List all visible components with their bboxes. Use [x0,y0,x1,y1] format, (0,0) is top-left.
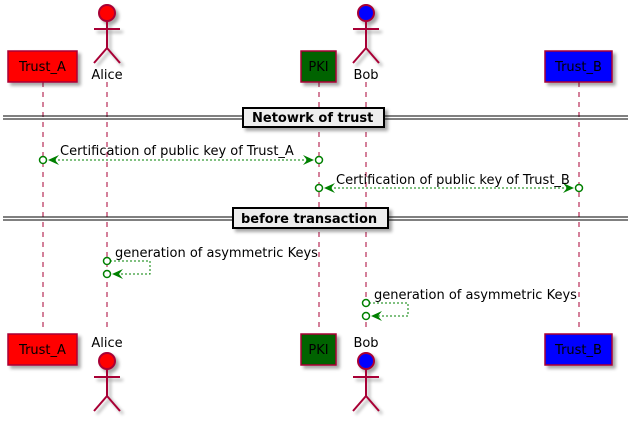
circle-end-icon [574,183,584,193]
actor-head-icon [98,352,116,370]
message-cert-trust-b[interactable] [314,183,584,193]
message-alice-self[interactable] [102,256,151,280]
arrowhead-right-icon [563,183,574,193]
divider-label: Netowrk of trust [252,111,373,126]
circle-end-icon [361,298,371,308]
message-label: Certification of public key of Trust_A [60,144,294,159]
circle-end-icon [361,311,371,321]
actor-label: Bob [353,336,378,351]
participant-trust-a-top[interactable]: Trust_A [7,50,78,83]
participant-label: Trust_B [554,60,602,75]
participant-trust-b-bottom[interactable]: Trust_B [544,333,613,366]
arrowhead-left-icon [324,183,335,193]
circle-end-icon [102,256,112,266]
actor-label: Alice [91,336,122,351]
message-cert-trust-a[interactable] [38,155,324,165]
divider-network-of-trust: Netowrk of trust [3,107,628,128]
actor-head-icon [357,352,375,370]
actor-label: Alice [91,68,122,83]
actor-alice-top[interactable]: Alice [91,4,123,83]
participant-trust-b-top[interactable]: Trust_B [544,50,613,83]
circle-end-icon [102,269,112,279]
participant-pki-top[interactable]: PKI [300,50,337,83]
message-label: generation of asymmetric Keys [374,288,577,303]
actor-bob-bottom[interactable]: Bob [352,336,380,412]
actor-alice-bottom[interactable]: Alice [91,336,123,412]
arrowhead-left-icon [112,269,123,279]
participant-label: PKI [308,343,328,358]
participant-trust-a-bottom[interactable]: Trust_A [7,333,78,366]
circle-end-icon [314,155,324,165]
participant-label: Trust_B [554,343,602,358]
participant-pki-bottom[interactable]: PKI [300,333,337,366]
arrowhead-left-icon [371,311,382,321]
actor-head-icon [98,4,116,22]
participant-label: Trust_A [18,343,66,358]
actor-bob-top[interactable]: Bob [352,4,380,83]
circle-end-icon [38,155,48,165]
divider-before-transaction: before transaction [3,207,628,229]
circle-end-icon [314,183,324,193]
actor-label: Bob [353,68,378,83]
message-label: generation of asymmetric Keys [115,246,318,261]
participant-label: PKI [308,60,328,75]
message-bob-self[interactable] [361,298,409,322]
participant-label: Trust_A [18,60,66,75]
arrowhead-left-icon [48,155,59,165]
arrowhead-right-icon [303,155,314,165]
divider-label: before transaction [241,212,377,227]
actor-head-icon [357,4,375,22]
message-label: Certification of public key of Trust_B [336,173,570,188]
